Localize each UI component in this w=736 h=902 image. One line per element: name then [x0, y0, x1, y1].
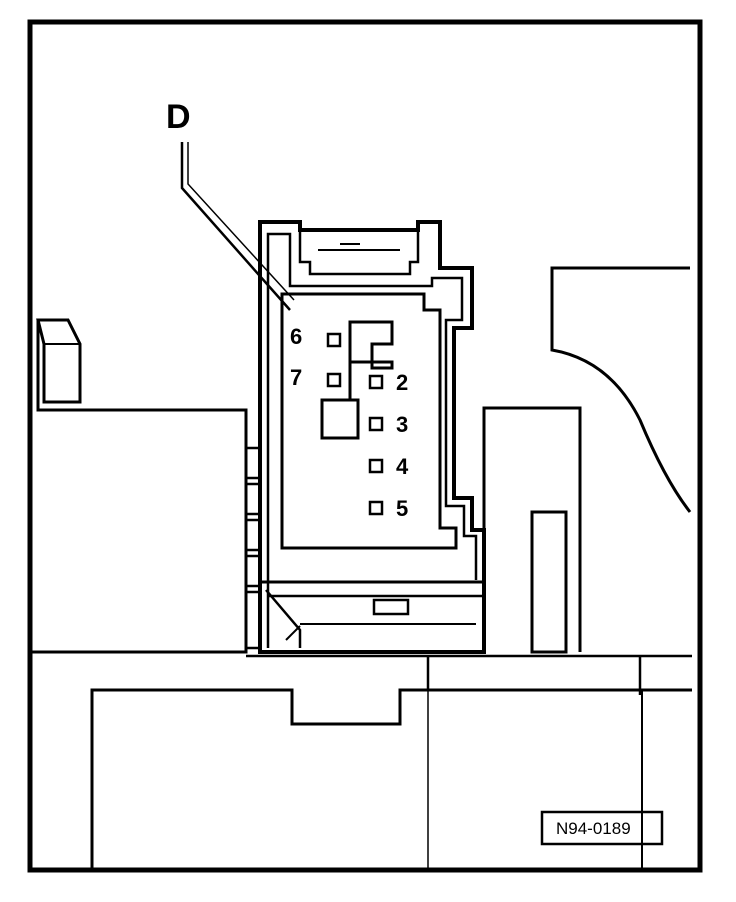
connector-housing [258, 220, 486, 654]
outer-frame [27, 19, 703, 873]
callout-label-d: D [166, 98, 191, 136]
pin-field [280, 292, 458, 550]
pin-2-square [368, 374, 384, 390]
left-panel-outline [30, 320, 248, 654]
right-slot [530, 510, 568, 654]
lower-housing [90, 688, 692, 870]
coding-key [320, 320, 394, 440]
pin-label-2: 2 [396, 370, 408, 395]
pin-7-square [326, 372, 342, 388]
pin-label-4: 4 [396, 454, 409, 479]
side-ribs [244, 446, 262, 650]
left-bracket [36, 318, 82, 404]
top-latch [298, 230, 420, 276]
pin-5-square [368, 500, 384, 516]
pin-squares [326, 332, 384, 516]
pin-label-6: 6 [290, 324, 302, 349]
reference-code: N94-0189 [556, 819, 631, 838]
pin-4-square [368, 458, 384, 474]
locking-slide [265, 589, 302, 648]
reference-box [540, 810, 664, 846]
pin-3-square [368, 416, 384, 432]
pin-6-square [326, 332, 342, 348]
pin-label-3: 3 [396, 412, 408, 437]
right-top-component [550, 266, 692, 513]
callout-leader [180, 142, 291, 311]
pin-label-5: 5 [396, 496, 408, 521]
pin-label-7: 7 [290, 365, 302, 390]
